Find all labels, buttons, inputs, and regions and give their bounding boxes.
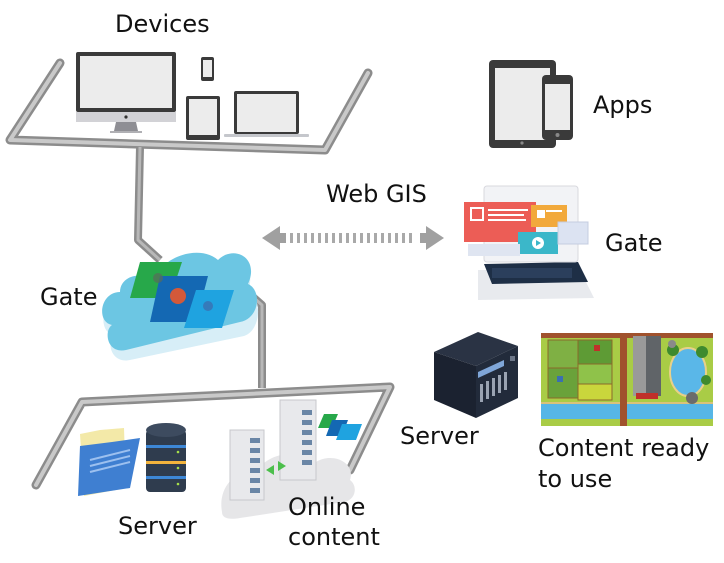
- apps-label: Apps: [593, 91, 653, 119]
- server-right-label: Server: [400, 422, 479, 450]
- apps-phone-icon: [542, 75, 573, 140]
- tablet-icon: [186, 96, 220, 140]
- cloud-map-layers-icon: [102, 252, 259, 361]
- folder-icon: [78, 428, 140, 496]
- bidirectional-arrow-icon: [262, 226, 444, 250]
- online-content-label-line2: content: [288, 523, 380, 551]
- laptop-web-app-icon: [464, 185, 594, 300]
- devices-label: Devices: [115, 10, 210, 38]
- gate-cloud-label: Gate: [40, 283, 98, 311]
- online-content-label-line1: Online: [288, 493, 366, 521]
- server-left-label: Server: [118, 512, 197, 540]
- devices-tray: [5, 58, 373, 155]
- nas-server-icon: [434, 332, 518, 418]
- gate-laptop-label: Gate: [605, 229, 663, 257]
- server-tray: [31, 382, 395, 490]
- web-gis-label: Web GIS: [326, 180, 427, 208]
- pipe-top-to-cloud: [134, 146, 163, 263]
- farm-map-icon: [541, 333, 713, 426]
- cloud-server-racks-icon: [221, 399, 362, 519]
- database-icon: [146, 423, 186, 492]
- laptop-icon: [224, 91, 309, 137]
- content-ready-label-line2: to use: [538, 465, 613, 493]
- apps-tablet-icon: [489, 60, 556, 148]
- smartphone-icon: [201, 57, 214, 81]
- content-ready-label-line1: Content ready: [538, 434, 710, 462]
- desktop-monitor-icon: [76, 52, 176, 133]
